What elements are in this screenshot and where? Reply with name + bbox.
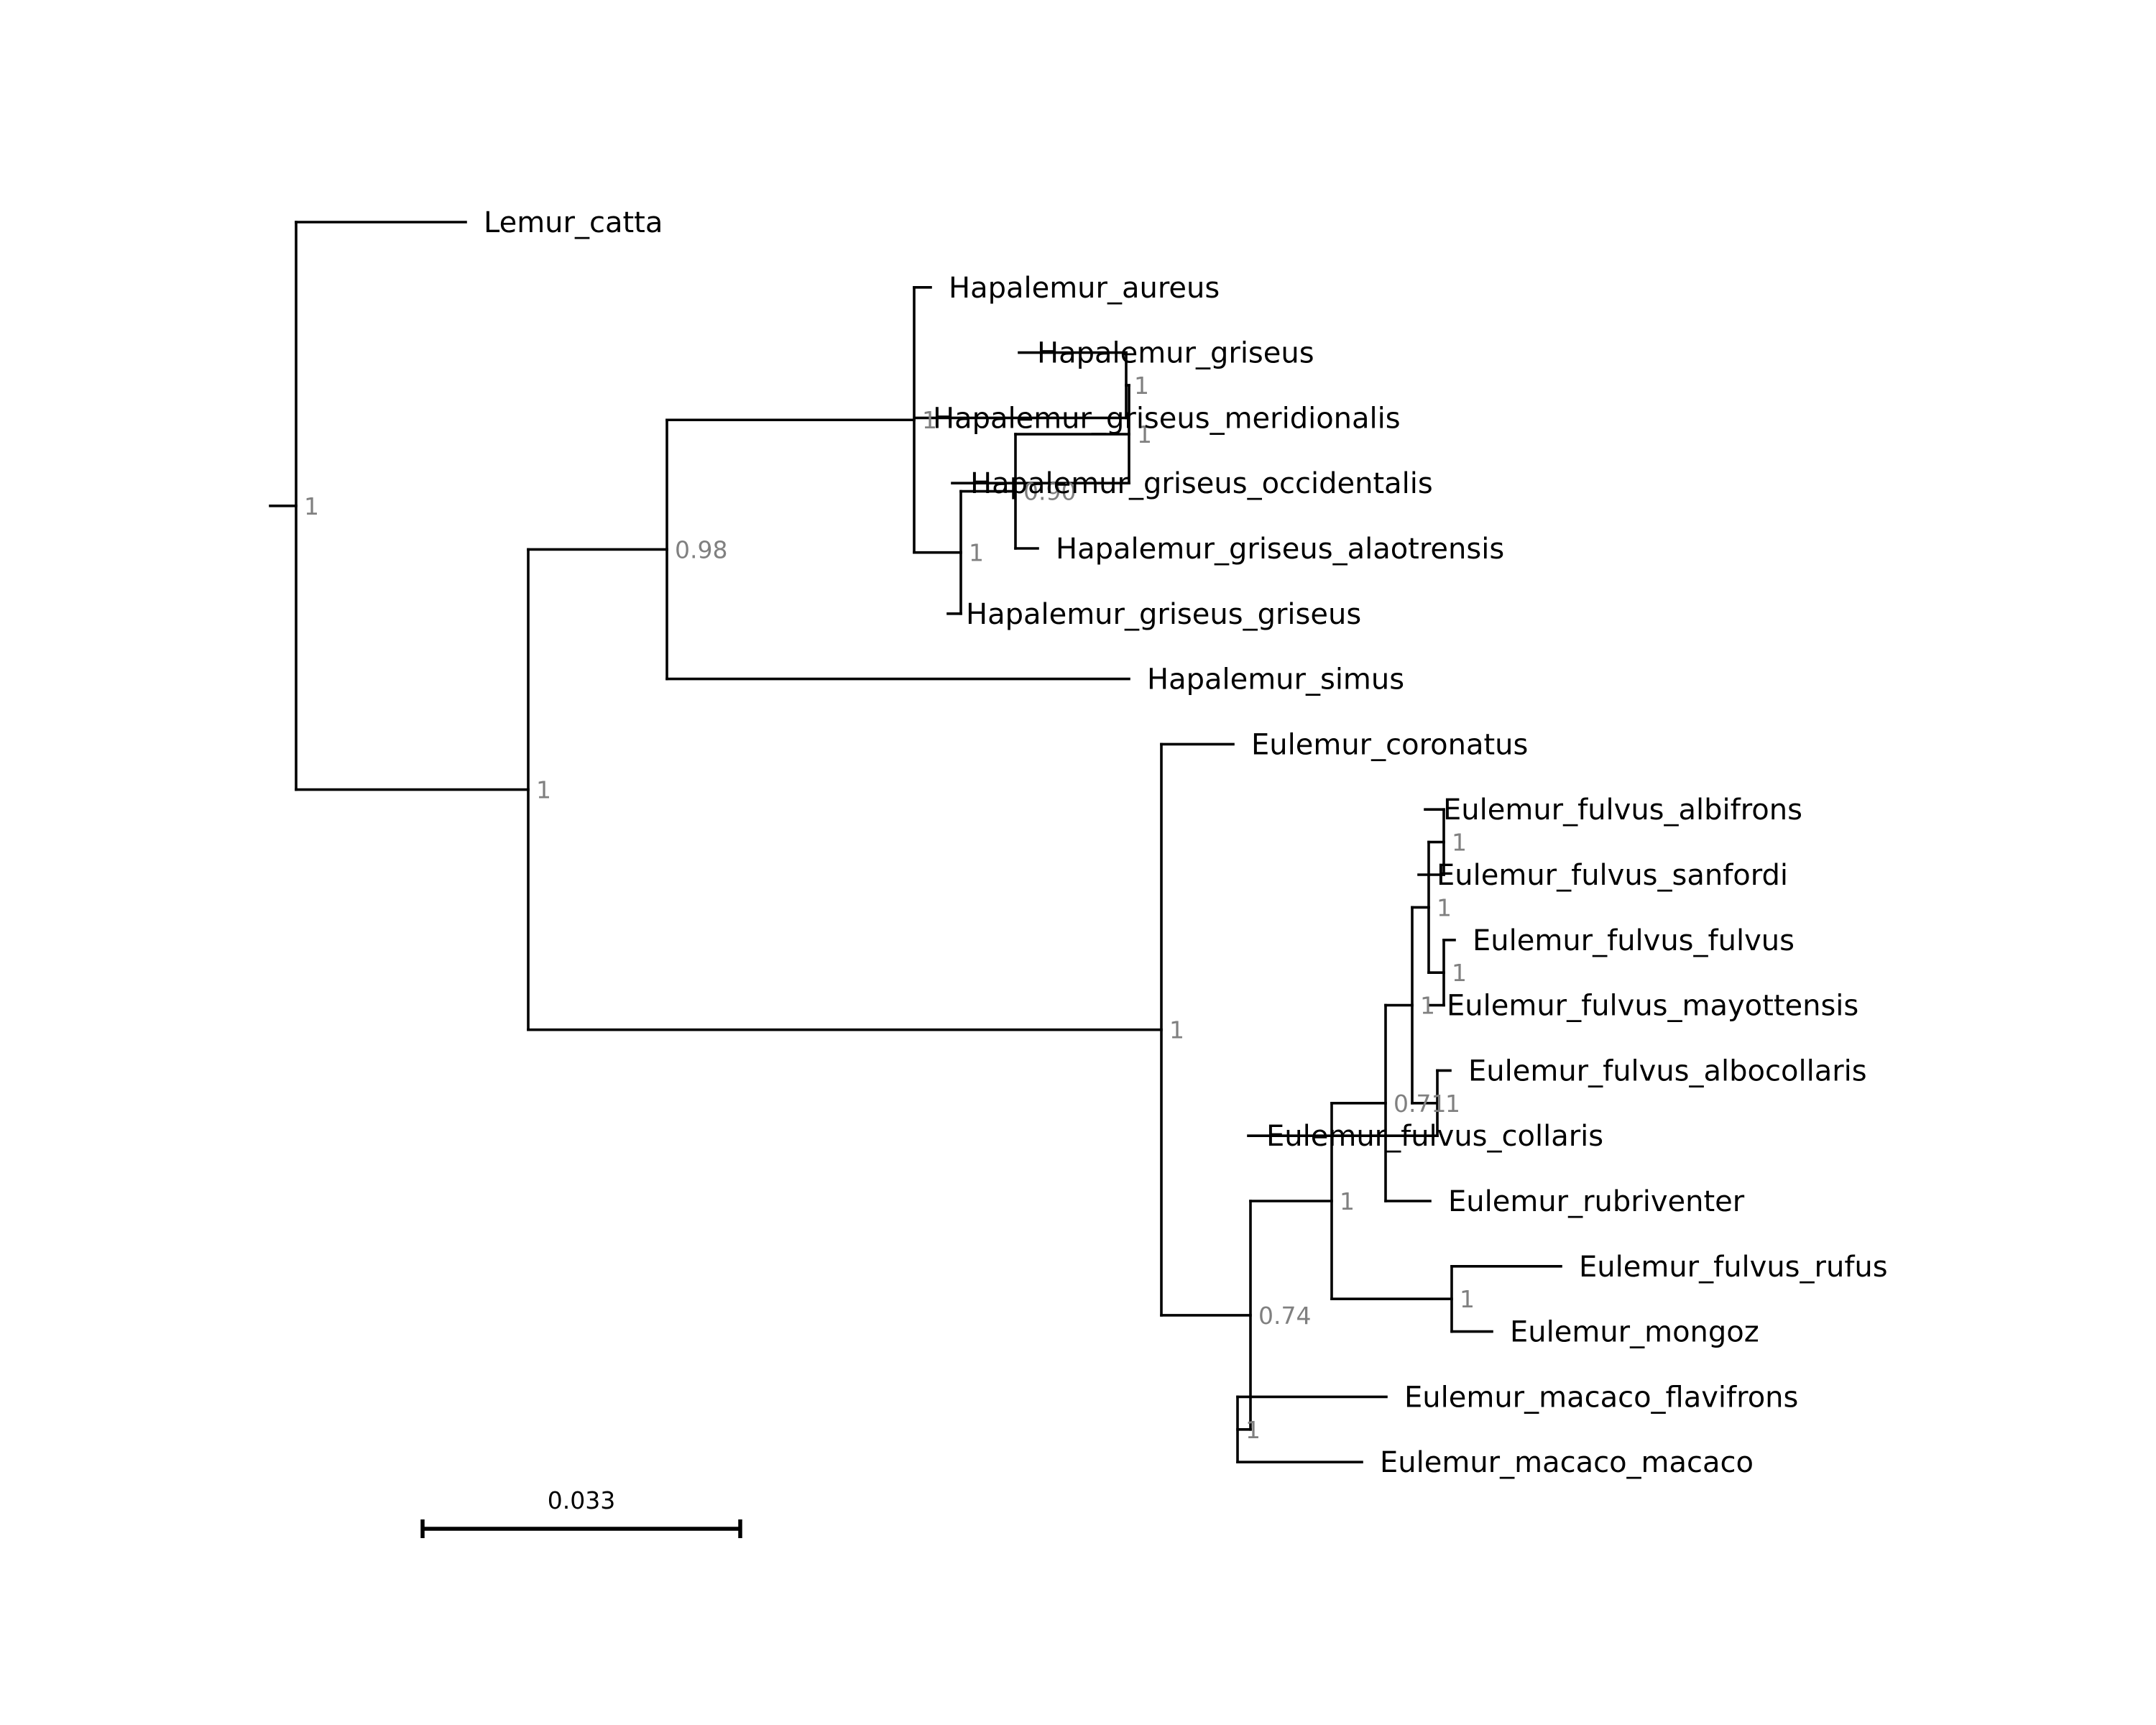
- tree-branches: [269, 221, 1562, 1463]
- support-value: 1: [1445, 1090, 1460, 1118]
- support-value: 1: [1137, 420, 1152, 448]
- support-value: 0.74: [1258, 1302, 1311, 1330]
- tip-label-eulemur-fulvus-fulvus: Eulemur_fulvus_fulvus: [1473, 924, 1795, 957]
- tip-label-eulemur-mongoz: Eulemur_mongoz: [1510, 1316, 1759, 1349]
- support-value: 0.90: [1023, 478, 1076, 506]
- support-value: 1: [536, 776, 551, 804]
- tip-labels: Lemur_cattaHapalemur_aureusHapalemur_gri…: [484, 206, 1888, 1479]
- support-value: 0.98: [675, 535, 727, 564]
- tip-label-hapalemur-griseus-meridionalis: Hapalemur_griseus_meridionalis: [933, 402, 1401, 435]
- tip-label-hapalemur-griseus: Hapalemur_griseus: [1037, 337, 1314, 370]
- support-value: 0.71: [1393, 1090, 1446, 1118]
- tip-label-eulemur-fulvus-albocollaris: Eulemur_fulvus_albocollaris: [1468, 1054, 1867, 1087]
- scale-bar: 0.033: [420, 1486, 742, 1538]
- support-value: 1: [969, 539, 984, 567]
- support-value: 1: [1245, 1416, 1261, 1444]
- support-value: 1: [304, 492, 319, 520]
- support-value: 1: [1340, 1187, 1355, 1215]
- scale-bar-label: 0.033: [548, 1486, 615, 1514]
- tip-label-lemur-catta: Lemur_catta: [484, 206, 663, 239]
- tip-label-hapalemur-griseus-occidentalis: Hapalemur_griseus_occidentalis: [970, 467, 1433, 500]
- tip-label-hapalemur-simus: Hapalemur_simus: [1147, 663, 1404, 696]
- tip-label-hapalemur-griseus-griseus: Hapalemur_griseus_griseus: [966, 598, 1361, 631]
- tip-label-hapalemur-aureus: Hapalemur_aureus: [949, 272, 1220, 305]
- support-value: 1: [1420, 992, 1435, 1020]
- tip-label-eulemur-fulvus-mayottensis: Eulemur_fulvus_mayottensis: [1447, 990, 1858, 1023]
- support-value: 1: [1134, 372, 1149, 400]
- tip-label-eulemur-fulvus-albifrons: Eulemur_fulvus_albifrons: [1443, 794, 1802, 827]
- support-value: 1: [922, 406, 937, 434]
- tip-label-eulemur-coronatus: Eulemur_coronatus: [1251, 728, 1528, 761]
- support-value: 1: [1437, 893, 1452, 921]
- support-value: 1: [1460, 1285, 1475, 1313]
- tip-label-eulemur-fulvus-collaris: Eulemur_fulvus_collaris: [1266, 1120, 1603, 1153]
- tip-label-eulemur-rubriventer: Eulemur_rubriventer: [1448, 1185, 1745, 1218]
- tip-label-hapalemur-griseus-alaotrensis: Hapalemur_griseus_alaotrensis: [1056, 533, 1504, 566]
- tip-label-eulemur-macaco-flavifrons: Eulemur_macaco_flavifrons: [1404, 1381, 1798, 1414]
- tip-label-eulemur-fulvus-rufus: Eulemur_fulvus_rufus: [1579, 1251, 1888, 1284]
- support-value: 1: [1452, 959, 1467, 987]
- support-value: 1: [1169, 1016, 1184, 1044]
- tip-label-eulemur-fulvus-sanfordi: Eulemur_fulvus_sanfordi: [1437, 859, 1788, 892]
- tip-label-eulemur-macaco-macaco: Eulemur_macaco_macaco: [1380, 1446, 1754, 1479]
- support-value: 1: [1452, 829, 1467, 857]
